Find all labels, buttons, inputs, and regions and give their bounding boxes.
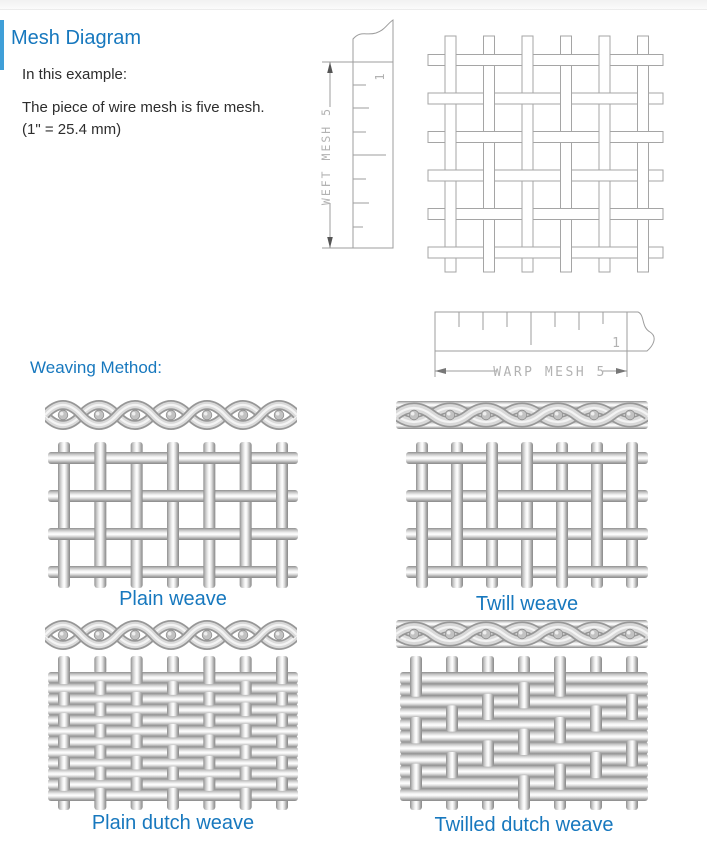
arrow-right-icon [616, 368, 627, 374]
warp-ruler-diagram: WARP MESH 5 1 [434, 311, 655, 380]
weft-inch-mark: 1 [373, 73, 387, 80]
top-border [0, 0, 707, 10]
arrow-down-icon [327, 237, 333, 248]
intro-text-3: (1" = 25.4 mm) [22, 121, 122, 138]
weave-mesh-image [400, 656, 648, 810]
weave-label: Twilled dutch weave [434, 814, 614, 836]
arrow-up-icon [327, 62, 333, 73]
weave-label: Twill weave [475, 593, 579, 615]
warp-inch-mark: 1 [612, 336, 620, 351]
intro-text-2: The piece of wire mesh is five mesh. [22, 99, 265, 116]
ruler-outline [352, 19, 394, 249]
weave-mesh-image [406, 442, 648, 588]
mesh-grid-diagram [427, 35, 664, 273]
ruler-outline [434, 311, 655, 352]
weft-ruler-diagram: WEFT MESH 5 1 [319, 19, 394, 249]
weave-label: Plain dutch weave [91, 812, 255, 834]
selvage-edge-image [396, 401, 648, 429]
selvage-edge-image [396, 620, 648, 648]
weave-mesh-image [48, 442, 298, 588]
page-title: Mesh Diagram [11, 27, 142, 49]
warp-dimension-label: WARP MESH 5 [493, 365, 607, 380]
weft-dimension-label: WEFT MESH 5 [319, 107, 333, 205]
selvage-edge-image [45, 400, 297, 430]
intro-text-1: In this example: [22, 66, 128, 83]
selvage-edge-image [45, 620, 297, 650]
weave-label: Plain weave [119, 588, 227, 610]
weaving-method-heading: Weaving Method: [30, 358, 162, 377]
arrow-left-icon [435, 368, 446, 374]
weave-mesh-image [48, 656, 298, 810]
title-accent-bar [0, 20, 4, 70]
